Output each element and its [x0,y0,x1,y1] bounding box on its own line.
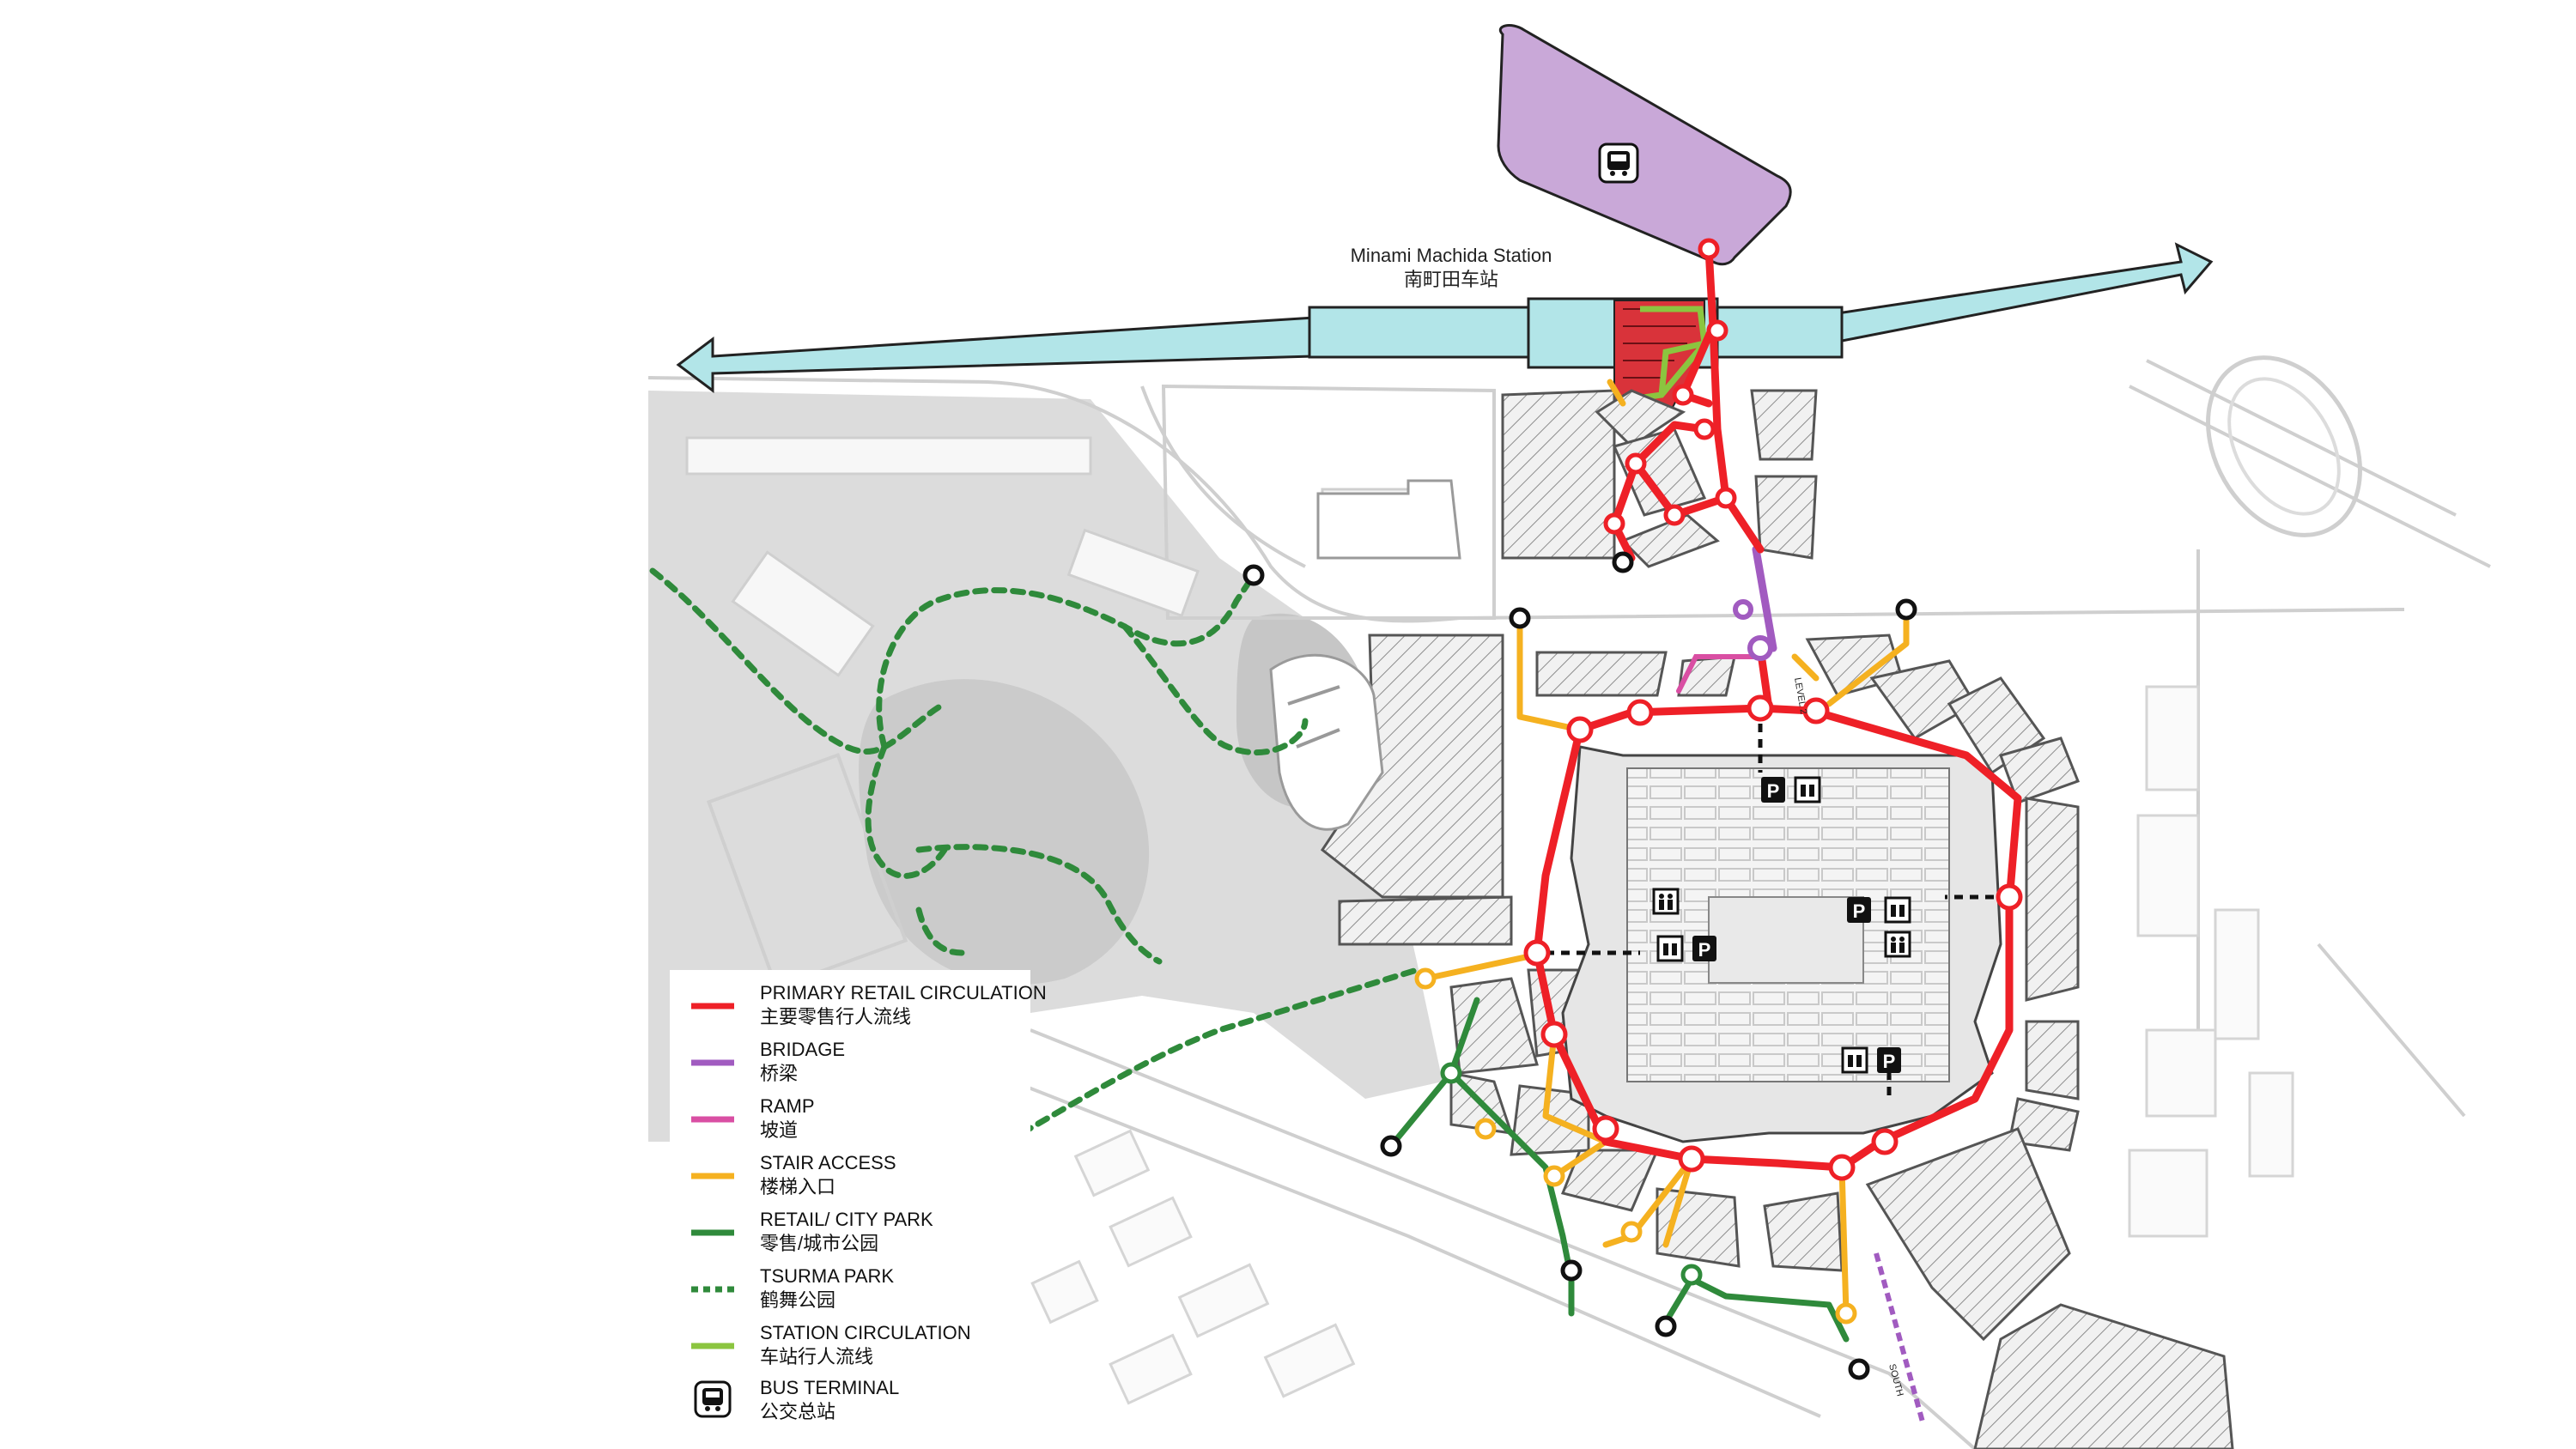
svg-text:P: P [1698,939,1711,961]
restroom-icon-west [1652,888,1680,915]
parking-icon-north: P [1761,777,1785,803]
bus-terminal [1497,24,1792,266]
svg-text:坡道: 坡道 [760,1119,798,1141]
legend-item-stair-access: STAIR ACCESS 楼梯入口 [691,1152,896,1197]
svg-text:PRIMARY RETAIL CIRCULATION: PRIMARY RETAIL CIRCULATION [760,982,1047,1003]
elevator-icon-south [1841,1046,1868,1074]
svg-text:鹤舞公园: 鹤舞公园 [760,1289,835,1311]
bridge-path [1752,545,1777,652]
restroom-icon-east [1884,931,1911,958]
svg-text:STAIR ACCESS: STAIR ACCESS [760,1152,896,1173]
svg-text:RETAIL/ CITY PARK: RETAIL/ CITY PARK [760,1209,933,1230]
rail-arrow-east [1836,242,2214,343]
north-buildings [1316,389,1818,568]
svg-text:公交总站: 公交总站 [760,1401,835,1422]
parking-icon-east: P [1847,897,1871,923]
svg-text:P: P [1767,780,1780,802]
svg-text:P: P [1853,900,1866,922]
svg-text:STATION CIRCULATION: STATION CIRCULATION [760,1322,971,1343]
svg-text:桥梁: 桥梁 [760,1063,798,1084]
legend-item-tsurma-park: TSURMA PARK 鹤舞公园 [691,1265,894,1311]
svg-text:BUS TERMINAL: BUS TERMINAL [760,1377,899,1398]
legend-item-bridge: BRIDAGE 桥梁 [691,1039,845,1084]
rail-arrow-west [676,316,1315,393]
rail-line [676,242,2214,413]
svg-text:车站行人流线: 车站行人流线 [760,1346,873,1367]
parking-icon-south: P [1877,1047,1901,1073]
station-name-en: Minami Machida Station [1351,245,1552,266]
legend-item-bus-terminal: BUS TERMINAL 公交总站 [694,1377,899,1422]
mall-buildings [1269,634,2080,1342]
elevator-icon-north [1794,776,1821,803]
bus-icon [694,1380,732,1418]
svg-text:主要零售行人流线: 主要零售行人流线 [760,1006,911,1028]
south-dashed-purple [1874,1252,1926,1426]
svg-text:BRIDAGE: BRIDAGE [760,1039,845,1060]
svg-text:零售/城市公园: 零售/城市公园 [760,1233,878,1254]
path-nodes [1242,238,2023,1380]
legend-item-city-park: RETAIL/ CITY PARK 零售/城市公园 [691,1209,933,1254]
ramp-path [1676,654,1763,694]
parking-icon-west: P [1692,936,1716,961]
svg-text:TSURMA PARK: TSURMA PARK [760,1265,894,1287]
legend-item-station-circulation: STATION CIRCULATION 车站行人流线 [691,1322,971,1367]
legend: PRIMARY RETAIL CIRCULATION 主要零售行人流线 BRID… [670,970,1047,1434]
station-name-zh: 南町田车站 [1404,269,1498,290]
south-tag: SOUTH [1886,1363,1905,1397]
tsuruma-park-path [649,567,1420,1137]
svg-text:P: P [1883,1051,1896,1072]
bus-terminal-icon [1598,142,1639,184]
elevator-icon-west [1656,935,1684,962]
elevator-icon-east [1884,896,1911,924]
svg-text:楼梯入口: 楼梯入口 [760,1176,835,1197]
legend-item-ramp: RAMP 坡道 [691,1095,815,1141]
svg-text:RAMP: RAMP [760,1095,815,1117]
legend-item-primary-retail: PRIMARY RETAIL CIRCULATION 主要零售行人流线 [691,982,1047,1028]
